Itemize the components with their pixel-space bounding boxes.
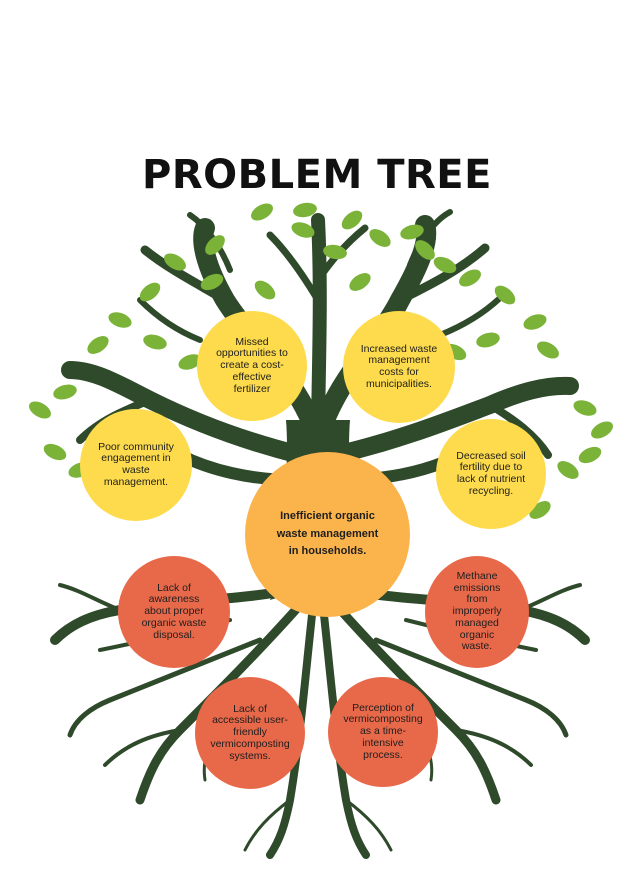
tree-branch	[140, 245, 230, 305]
leaf-shape	[323, 244, 347, 260]
tree-root	[454, 728, 533, 767]
tree-root	[344, 798, 393, 852]
leaf-shape	[53, 384, 77, 400]
leaf-shape	[293, 202, 317, 218]
effect-node-increased-costs: Increased waste management costs for mun…	[343, 311, 455, 423]
core-problem-node: Inefficient organic waste management in …	[245, 452, 410, 617]
leaf-shape	[459, 269, 481, 287]
cause-node-label: Methane emissions from improperly manage…	[452, 569, 502, 653]
tree-root	[67, 637, 263, 738]
leaf-shape	[523, 314, 547, 330]
tree-root	[518, 583, 582, 612]
leaf-shape	[415, 240, 435, 260]
effect-node-label: Missed opportunities to create a cost-ef…	[216, 335, 288, 395]
cause-node-time-intensive-perception: Perception of vermicomposting as a time-…	[328, 677, 438, 787]
tree-branch	[327, 376, 579, 464]
tree-root	[373, 637, 569, 738]
leaf-shape	[591, 421, 613, 439]
cause-node-lack-of-awareness: Lack of awareness about proper organic w…	[118, 556, 230, 668]
leaf-shape	[291, 222, 315, 238]
tree-root	[103, 728, 182, 767]
leaf-shape	[341, 210, 363, 230]
core-problem-label: Inefficient organic waste management in …	[276, 510, 379, 558]
tree-root	[243, 798, 292, 852]
leaf-shape	[537, 341, 559, 359]
leaf-shape	[164, 253, 186, 271]
effect-node-decreased-fertility: Decreased soil fertility due to lack of …	[436, 419, 546, 529]
leaf-shape	[178, 354, 202, 370]
tree-root	[135, 600, 305, 805]
tree-branch	[266, 231, 322, 304]
tree-branch	[407, 209, 453, 268]
cause-node-label: Perception of vermicomposting as a time-…	[343, 701, 423, 761]
tree-branch	[395, 243, 490, 305]
leaf-shape	[254, 280, 276, 300]
tree-branch	[311, 213, 327, 447]
leaf-shape	[433, 256, 457, 274]
effect-node-label: Increased waste management costs for mun…	[360, 342, 438, 390]
leaf-shape	[573, 400, 597, 416]
leaf-shape	[43, 443, 67, 461]
leaf-shape	[143, 334, 167, 350]
cause-node-label: Lack of accessible user-friendly vermico…	[210, 702, 290, 762]
leaf-shape	[578, 446, 602, 464]
tree-root	[320, 611, 370, 859]
leaf-shape	[29, 401, 51, 419]
leaf-shape	[476, 332, 500, 348]
leaf-shape	[494, 285, 516, 305]
tree-branch	[187, 212, 233, 273]
leaf-shape	[205, 235, 225, 255]
leaf-shape	[251, 203, 273, 221]
tree-root	[58, 583, 122, 612]
leaf-shape	[400, 224, 424, 240]
leaf-shape	[108, 312, 132, 328]
cause-node-label: Lack of awareness about proper organic w…	[141, 581, 207, 641]
effect-node-poor-engagement: Poor community engagement in waste manag…	[80, 409, 192, 521]
effect-node-label: Poor community engagement in waste manag…	[98, 440, 174, 488]
leaf-shape	[200, 273, 224, 291]
tree-branch	[61, 361, 309, 464]
effect-node-label: Decreased soil fertility due to lack of …	[456, 449, 526, 497]
leaf-shape	[139, 282, 161, 302]
effect-node-missed-opportunities: Missed opportunities to create a cost-ef…	[197, 311, 307, 421]
tree-root	[331, 600, 501, 805]
page-title: PROBLEM TREE	[142, 152, 492, 198]
leaf-shape	[87, 336, 109, 354]
leaf-shape	[557, 461, 579, 479]
tree-root	[266, 611, 316, 859]
cause-node-lack-of-accessible-systems: Lack of accessible user-friendly vermico…	[195, 677, 305, 789]
tree-branch	[437, 295, 503, 338]
tree-branch	[486, 401, 552, 459]
leaf-shape	[369, 229, 391, 247]
cause-node-methane-emissions: Methane emissions from improperly manage…	[425, 556, 529, 668]
tree-branch	[137, 297, 203, 343]
leaf-shape	[349, 273, 371, 291]
